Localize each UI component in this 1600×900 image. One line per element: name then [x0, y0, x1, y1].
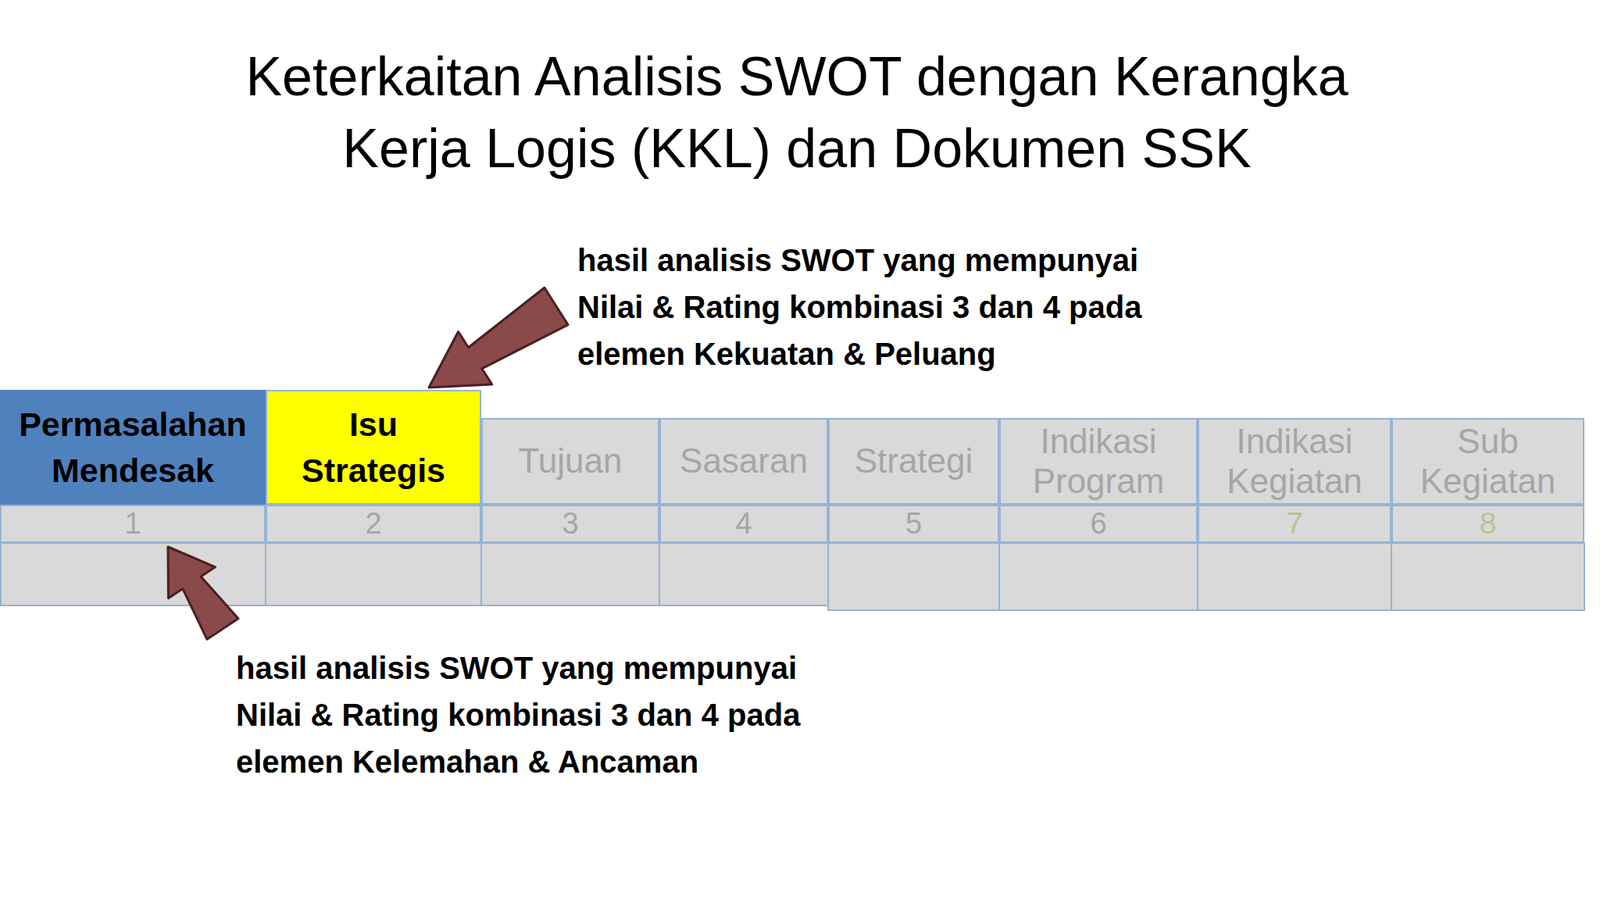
empty-row: [0, 542, 1585, 611]
column-number: 7: [1197, 504, 1392, 543]
empty-cell: [828, 542, 1000, 611]
column-number: 6: [999, 504, 1198, 543]
issue-box: Isu Strategis: [265, 389, 482, 505]
number-text: 2: [364, 507, 382, 541]
problem-box: Permasalahan Mendesak: [0, 389, 266, 505]
header-text: Strategi: [854, 441, 974, 482]
hand-drawn-arrow: [428, 287, 568, 388]
column-header: Sub Kegiatan: [1391, 417, 1585, 505]
column-number: 3: [481, 504, 660, 543]
callout-text: hasil analisis SWOT yang mempunyai Nilai…: [577, 236, 1159, 378]
empty-cell: [999, 542, 1198, 611]
empty-cell: [659, 542, 829, 606]
number-text: 3: [561, 507, 579, 541]
header-text: Indikasi Kegiatan: [1210, 421, 1379, 501]
number-text: 7: [1285, 507, 1304, 541]
header-text: Isu Strategis: [295, 401, 452, 493]
number-text: 5: [905, 507, 922, 541]
header-text: Sub Kegiatan: [1406, 421, 1571, 501]
empty-cell: [481, 542, 660, 606]
column-number: 5: [828, 504, 1000, 543]
column-number: 8: [1391, 504, 1585, 543]
column-header: Tujuan: [481, 417, 660, 505]
column-header: Sasaran: [659, 417, 829, 505]
number-text: 6: [1089, 507, 1107, 541]
column-number: 1: [0, 504, 266, 543]
empty-cell: [1391, 542, 1585, 611]
number-text: 1: [124, 507, 141, 541]
column-number: 4: [659, 504, 829, 543]
column-header: Strategi: [828, 417, 1000, 505]
header-text: Permasalahan Mendesak: [15, 401, 250, 493]
column-header: Indikasi Kegiatan: [1197, 417, 1392, 505]
column-number: 2: [265, 504, 482, 543]
empty-cell: [1197, 542, 1392, 611]
hand-drawn-arrow: [167, 546, 239, 640]
header-text: Sasaran: [679, 441, 808, 482]
column-header: Indikasi Program: [999, 417, 1198, 505]
slide-title: Keterkaitan Analisis SWOT dengan Kerangk…: [171, 40, 1422, 186]
header-text: Indikasi Program: [1014, 421, 1183, 501]
number-text: 8: [1479, 507, 1497, 541]
empty-cell: [0, 542, 266, 606]
header-text: Tujuan: [518, 441, 623, 482]
empty-cell: [265, 542, 482, 606]
callout-text: hasil analisis SWOT yang mempunyai Nilai…: [235, 644, 834, 786]
number-text: 4: [735, 507, 752, 541]
